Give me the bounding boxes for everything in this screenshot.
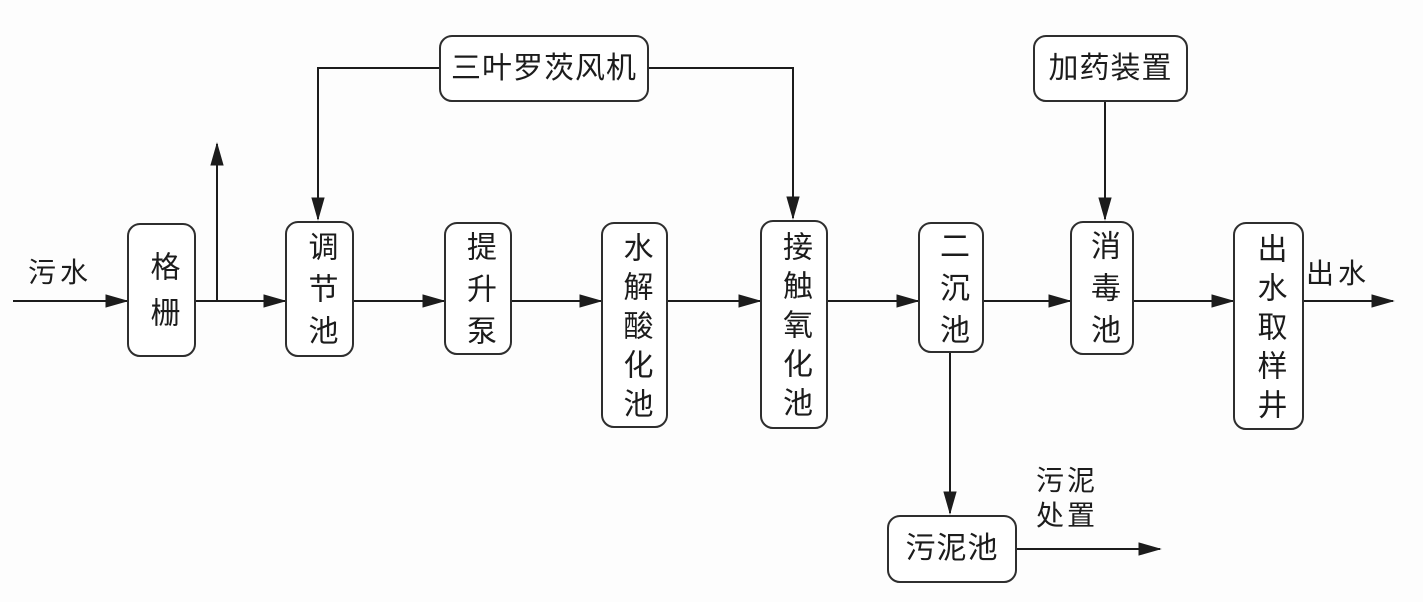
node-regulating-tank-label: 调节池 (303, 231, 337, 357)
node-lift-pump: 提升泵 (444, 222, 512, 357)
node-disinfection-tank-label: 消毒池 (1086, 230, 1119, 356)
arrow-blower-to-contact (649, 67, 800, 220)
node-hydrolysis-acidification-tank: 水解酸化池 (601, 222, 668, 428)
node-contact-oxidation-tank: 接触氧化池 (760, 220, 828, 429)
node-secondary-sedimentation-tank: 二沉池 (918, 222, 984, 356)
node-contact-oxidation-tank-label: 接触氧化池 (778, 231, 811, 426)
node-lift-pump-label: 提升泵 (462, 230, 495, 357)
arrow-blower-to-regulating (311, 67, 439, 221)
node-secondary-sedimentation-tank-label: 二沉池 (935, 229, 968, 356)
node-hydrolysis-acidification-tank-label: 水解酸化池 (618, 231, 652, 427)
node-sludge-tank: 污泥池 (887, 515, 1017, 583)
node-effluent-sampling-well: 出水取样井 (1233, 222, 1304, 430)
node-dosing-device-label: 加药装置 (1048, 51, 1173, 85)
sludge-disposal-label: 污泥 处置 (1036, 464, 1098, 534)
node-bar-screen: 格栅 (127, 223, 196, 357)
node-regulating-tank: 调节池 (285, 221, 354, 357)
node-roots-blower-label: 三叶罗茨风机 (451, 51, 637, 85)
effluent-label: 出水 (1306, 259, 1371, 290)
node-disinfection-tank: 消毒池 (1070, 221, 1134, 356)
node-bar-screen-label: 格栅 (145, 251, 179, 343)
node-dosing-device: 加药装置 (1033, 35, 1188, 102)
node-roots-blower: 三叶罗茨风机 (439, 35, 649, 102)
sludge-disposal-label-line1: 污泥 (1036, 466, 1099, 497)
sludge-disposal-label-line2: 处置 (1036, 501, 1099, 532)
influent-label: 污水 (28, 258, 93, 289)
node-sludge-tank-label: 污泥池 (905, 532, 999, 565)
node-effluent-sampling-well-label: 出水取样井 (1252, 232, 1286, 428)
